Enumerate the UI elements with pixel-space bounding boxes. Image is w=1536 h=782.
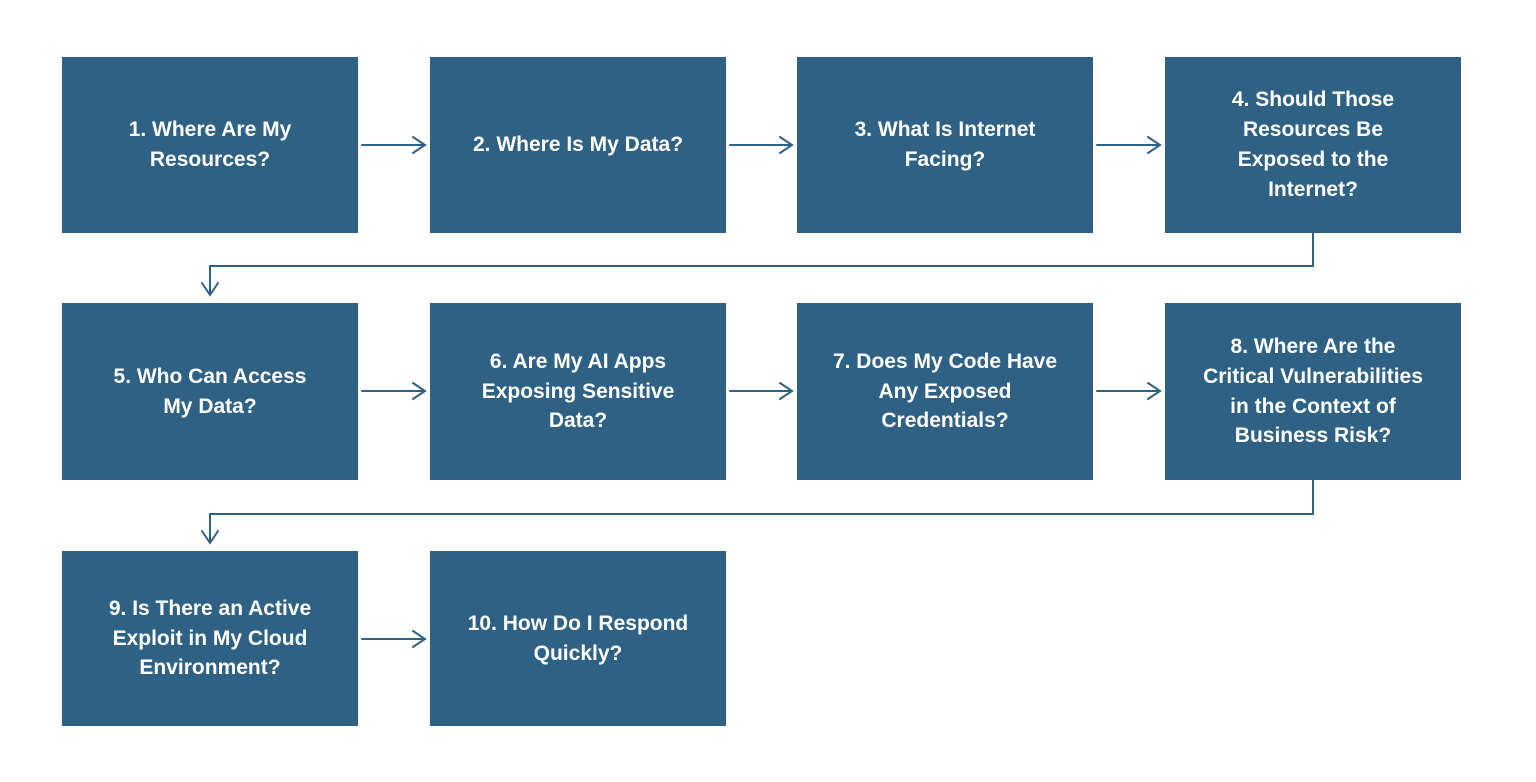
arrow-5-to-6 — [361, 382, 427, 400]
arrow-6-to-7 — [729, 382, 794, 400]
arrow-8-to-9-elbow — [201, 479, 1314, 545]
flow-node-4: 4. Should Those Resources Be Exposed to … — [1165, 57, 1461, 233]
arrow-9-to-10 — [361, 630, 427, 648]
flow-node-1: 1. Where Are My Resources? — [62, 57, 358, 233]
arrow-2-to-3 — [729, 136, 794, 154]
flow-node-9: 9. Is There an Active Exploit in My Clou… — [62, 551, 358, 726]
flow-node-5: 5. Who Can Access My Data? — [62, 303, 358, 480]
flow-node-2: 2. Where Is My Data? — [430, 57, 726, 233]
flow-node-10: 10. How Do I Respond Quickly? — [430, 551, 726, 726]
flow-node-10-label: 10. How Do I Respond Quickly? — [467, 611, 689, 665]
arrow-7-to-8 — [1096, 382, 1162, 400]
flow-node-8-label: 8. Where Are the Critical Vulnerabilitie… — [1203, 334, 1423, 448]
flow-node-4-label: 4. Should Those Resources Be Exposed to … — [1231, 88, 1395, 201]
flow-node-5-label: 5. Who Can Access My Data? — [113, 364, 307, 418]
flow-node-7: 7. Does My Code Have Any Exposed Credent… — [797, 303, 1093, 480]
flow-node-3-label: 3. What Is Internet Facing? — [854, 118, 1036, 171]
arrow-4-to-5-elbow — [201, 232, 1314, 297]
arrow-1-to-2 — [361, 136, 427, 154]
flow-node-6: 6. Are My AI Apps Exposing Sensitive Dat… — [430, 303, 726, 480]
flow-node-7-label: 7. Does My Code Have Any Exposed Credent… — [832, 349, 1058, 433]
flow-node-2-label: 2. Where Is My Data? — [472, 133, 684, 157]
flow-node-6-label: 6. Are My AI Apps Exposing Sensitive Dat… — [481, 349, 675, 433]
flow-node-3: 3. What Is Internet Facing? — [797, 57, 1093, 233]
flow-node-1-label: 1. Where Are My Resources? — [128, 118, 292, 171]
flow-node-8: 8. Where Are the Critical Vulnerabilitie… — [1165, 303, 1461, 480]
flow-node-9-label: 9. Is There an Active Exploit in My Clou… — [108, 596, 312, 680]
arrow-3-to-4 — [1096, 136, 1162, 154]
